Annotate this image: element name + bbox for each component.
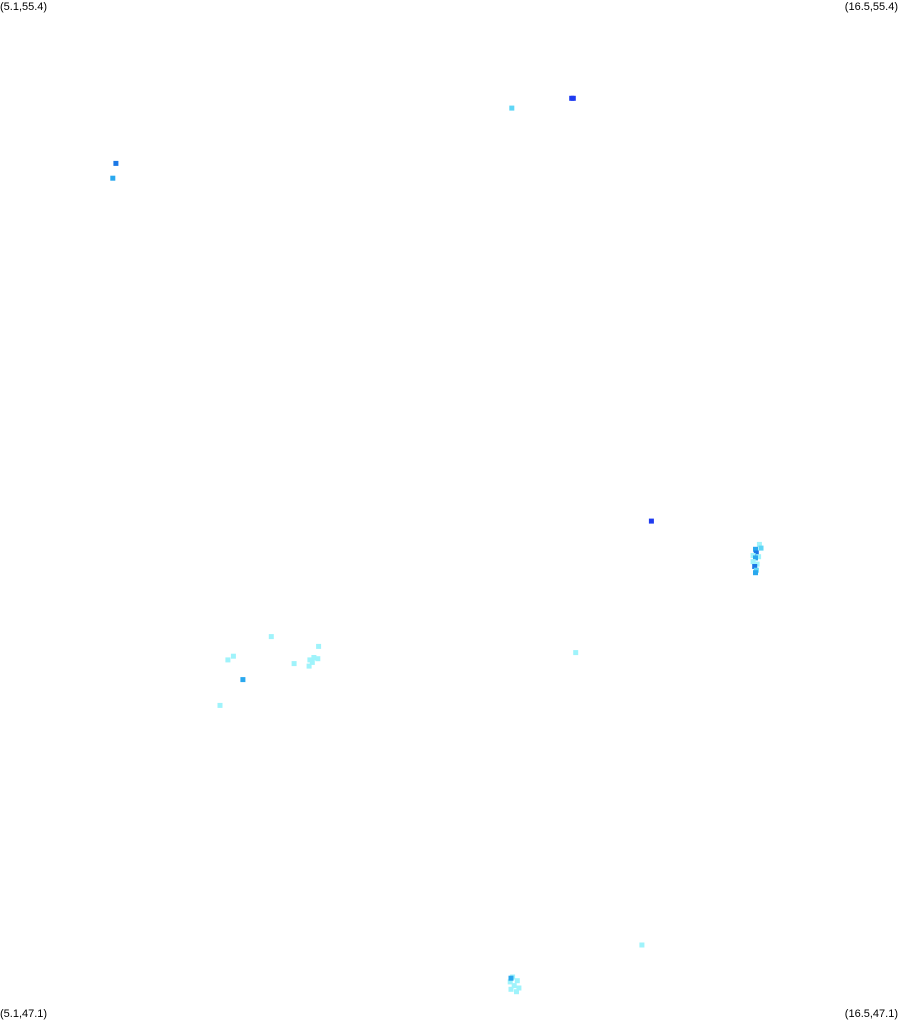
data-point: [316, 643, 322, 649]
corner-label-bottom-right: (16.5,47.1): [844, 1008, 898, 1020]
data-point: [311, 655, 317, 660]
data-point: [511, 983, 517, 989]
data-point: [514, 989, 519, 995]
corner-label-bottom-left: (5.1,47.1): [0, 1008, 48, 1020]
data-point: [309, 659, 315, 665]
data-point: [217, 702, 223, 708]
data-point: [291, 661, 297, 667]
data-point: [230, 653, 236, 659]
data-point: [569, 95, 575, 101]
data-point: [507, 979, 513, 985]
data-point: [514, 978, 520, 984]
data-point: [639, 942, 645, 948]
corner-label-top-right: (16.5,55.4): [844, 1, 898, 13]
data-point: [750, 559, 756, 565]
data-point: [753, 570, 758, 576]
data-point: [240, 677, 246, 683]
data-point: [573, 650, 579, 656]
corner-label-top-left: (5.1,55.4): [0, 1, 48, 13]
data-point: [648, 518, 654, 524]
data-point: [753, 550, 759, 556]
data-points: [110, 95, 764, 995]
data-point: [509, 105, 515, 111]
data-point: [315, 656, 321, 662]
data-point: [113, 160, 119, 166]
data-point: [516, 985, 522, 991]
data-point: [756, 541, 762, 547]
data-point: [110, 175, 116, 181]
data-point: [756, 554, 762, 560]
data-point: [268, 634, 274, 640]
data-point: [752, 564, 758, 569]
data-point: [758, 545, 764, 551]
data-point: [306, 663, 312, 669]
data-point: [508, 975, 514, 981]
data-point: [753, 555, 758, 561]
data-point: [753, 546, 758, 552]
data-point: [225, 657, 231, 663]
data-point: [508, 986, 514, 992]
